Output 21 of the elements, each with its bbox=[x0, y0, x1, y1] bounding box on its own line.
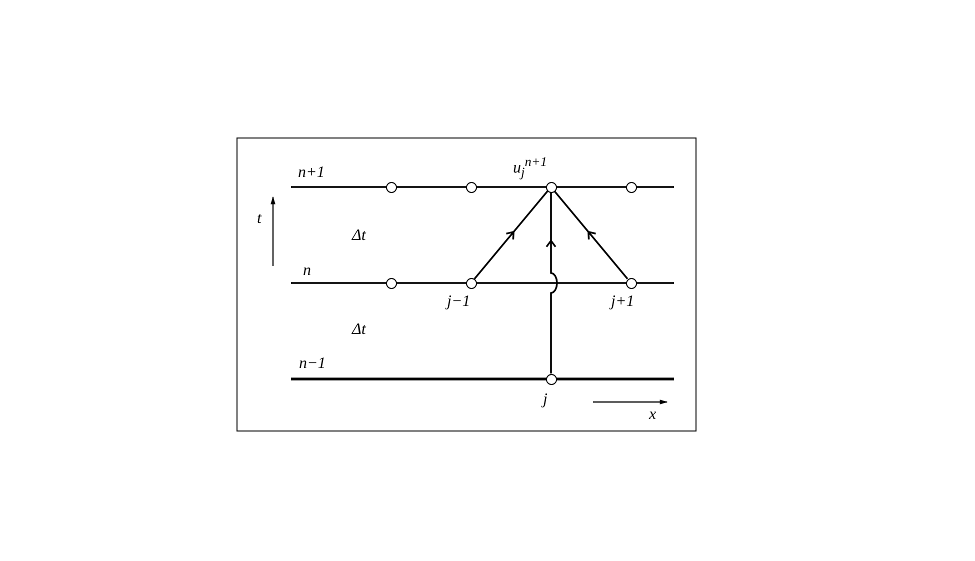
grid-point bbox=[546, 374, 556, 384]
grid-point bbox=[626, 182, 636, 192]
point-label: j bbox=[543, 391, 548, 409]
step-label: Δt bbox=[352, 321, 366, 339]
row-label: n+1 bbox=[298, 164, 325, 182]
point-label: j−1 bbox=[447, 293, 470, 311]
grid-point bbox=[626, 278, 636, 288]
row-label: n−1 bbox=[299, 355, 326, 373]
step-label: Δt bbox=[352, 227, 366, 245]
row-label: n bbox=[303, 262, 311, 280]
arrow bbox=[546, 192, 558, 374]
axis-label: t bbox=[257, 210, 262, 228]
arrow bbox=[474, 190, 548, 280]
point-label: j+1 bbox=[611, 293, 634, 311]
grid-point bbox=[386, 182, 396, 192]
grid-point bbox=[466, 278, 476, 288]
axis-label: x bbox=[649, 406, 656, 424]
arrow bbox=[554, 190, 628, 280]
grid-point bbox=[386, 278, 396, 288]
grid-point bbox=[466, 182, 476, 192]
grid-point bbox=[546, 182, 556, 192]
